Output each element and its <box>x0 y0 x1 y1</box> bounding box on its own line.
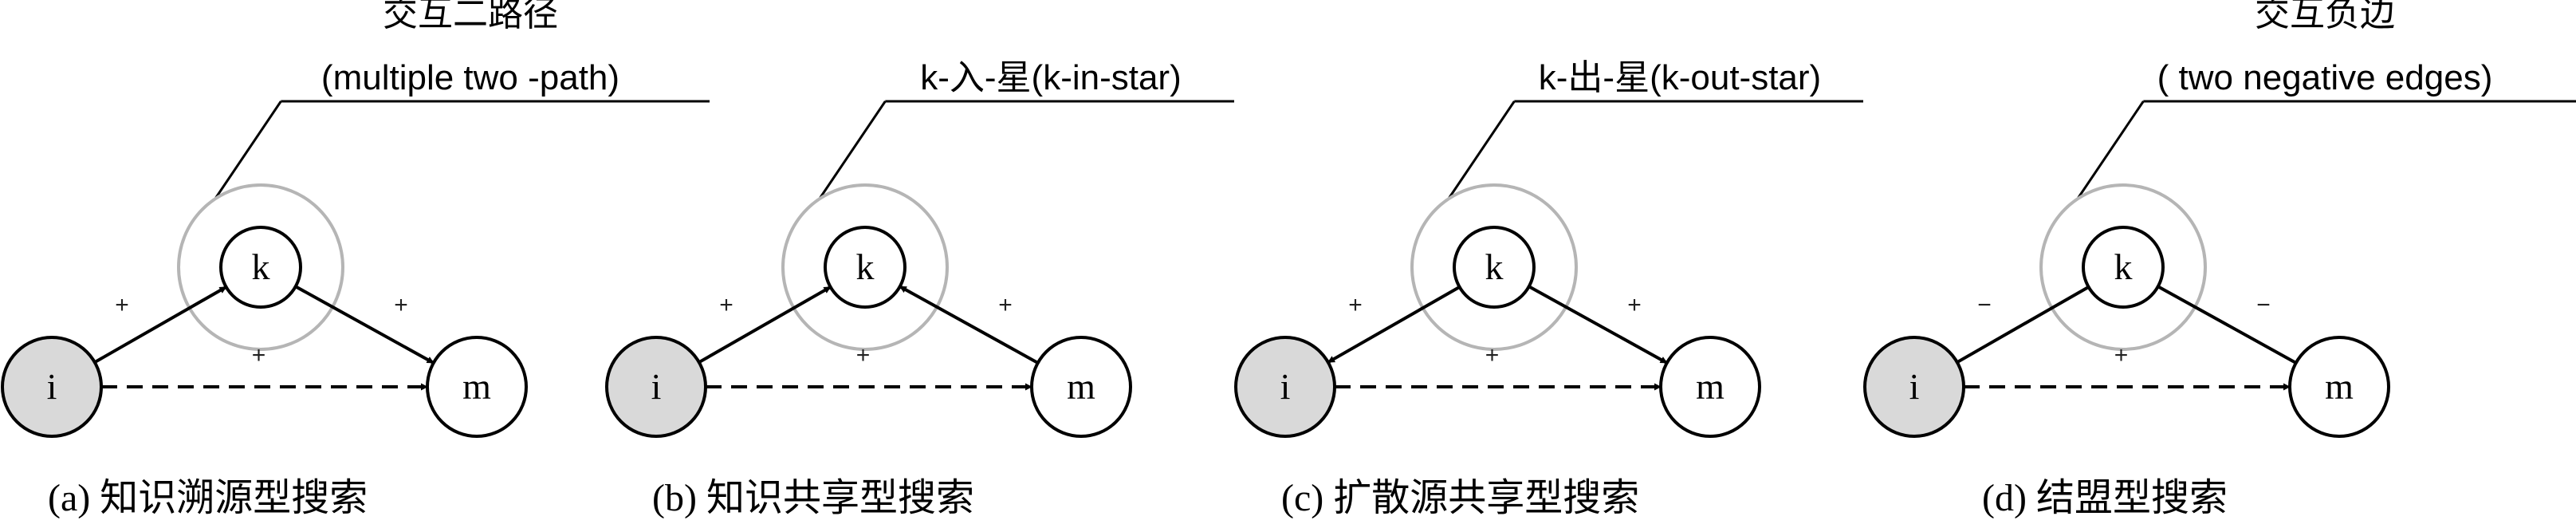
node-m <box>1030 336 1132 438</box>
sign-km: − <box>2256 292 2271 318</box>
k-halo <box>177 183 344 351</box>
sign-im: + <box>2114 342 2129 368</box>
panel-c: k-出-星(k-out-star) k i m + + + (c) 扩散源共享型搜索 <box>1234 58 1863 519</box>
node-m <box>426 336 528 438</box>
callout-label: 交互二路径 <box>383 0 558 33</box>
callout-leader-line <box>214 100 282 199</box>
edge-k-m <box>294 285 435 364</box>
callout-leader-line <box>819 100 887 199</box>
sign-ik: + <box>719 292 733 318</box>
k-halo <box>781 183 949 351</box>
sign-ik: − <box>1977 292 1992 318</box>
sign-ik: + <box>115 292 129 318</box>
callout-label: k-出-星(k-out-star) <box>1539 58 1821 97</box>
node-k <box>824 226 907 309</box>
callout-label: (multiple two -path) <box>321 58 619 97</box>
k-halo <box>2039 183 2207 351</box>
edge-k-m <box>2157 285 2297 364</box>
panel-b: k-入-星(k-in-star) k i m + + + (b) 知识共享型搜索 <box>605 58 1234 519</box>
node-i-label: i <box>1909 366 1920 407</box>
panel-a: 交互二路径 (multiple two -path) k i m + + + (a) 知识溯源型… <box>1 0 710 519</box>
panel-caption: (c) 扩散源共享型搜索 <box>1281 477 1639 519</box>
node-m <box>2288 336 2390 438</box>
node-i <box>1863 336 1965 438</box>
edge-i-k <box>698 286 832 364</box>
edge-k-m <box>1528 285 1668 364</box>
k-halo <box>1410 183 1578 351</box>
edge-i-k <box>93 286 227 364</box>
callout-label: k-入-星(k-in-star) <box>920 58 1182 97</box>
node-k-label: k <box>2114 246 2133 287</box>
sign-im: + <box>252 342 266 368</box>
edge-k-m <box>899 285 1039 364</box>
sign-km: + <box>1627 292 1642 318</box>
edge-i-k <box>1956 286 2090 364</box>
sign-km: + <box>394 292 408 318</box>
panel-caption: (d) 结盟型搜索 <box>1982 477 2228 519</box>
sign-im: + <box>1485 342 1500 368</box>
node-k <box>219 226 302 309</box>
node-i-label: i <box>47 366 57 407</box>
node-i <box>605 336 707 438</box>
node-m-label: m <box>462 366 491 407</box>
callout-label: ( two negative edges) <box>2157 58 2493 97</box>
panel-d: 交互负边 ( two negative edges) k i m − − + (d) 结盟型搜索 <box>1863 0 2576 519</box>
node-m-label: m <box>2325 366 2354 407</box>
node-m <box>1659 336 1761 438</box>
callout-leader-line <box>1448 100 1516 199</box>
callout-label: 交互负边 <box>2255 0 2395 33</box>
panel-caption: (b) 知识共享型搜索 <box>652 477 974 519</box>
node-i <box>1234 336 1336 438</box>
node-k <box>1453 226 1536 309</box>
node-i-label: i <box>651 366 662 407</box>
node-k-label: k <box>856 246 875 287</box>
node-k-label: k <box>1485 246 1504 287</box>
node-k-label: k <box>252 246 270 287</box>
edge-i-k <box>1327 286 1461 364</box>
callout-leader-line <box>2077 100 2145 199</box>
panel-caption: (a) 知识溯源型搜索 <box>48 477 368 519</box>
node-i <box>1 336 103 438</box>
node-m-label: m <box>1696 366 1725 407</box>
node-m-label: m <box>1067 366 1095 407</box>
sign-im: + <box>856 342 871 368</box>
sign-km: + <box>998 292 1013 318</box>
node-i-label: i <box>1280 366 1291 407</box>
node-k <box>2082 226 2165 309</box>
sign-ik: + <box>1348 292 1363 318</box>
